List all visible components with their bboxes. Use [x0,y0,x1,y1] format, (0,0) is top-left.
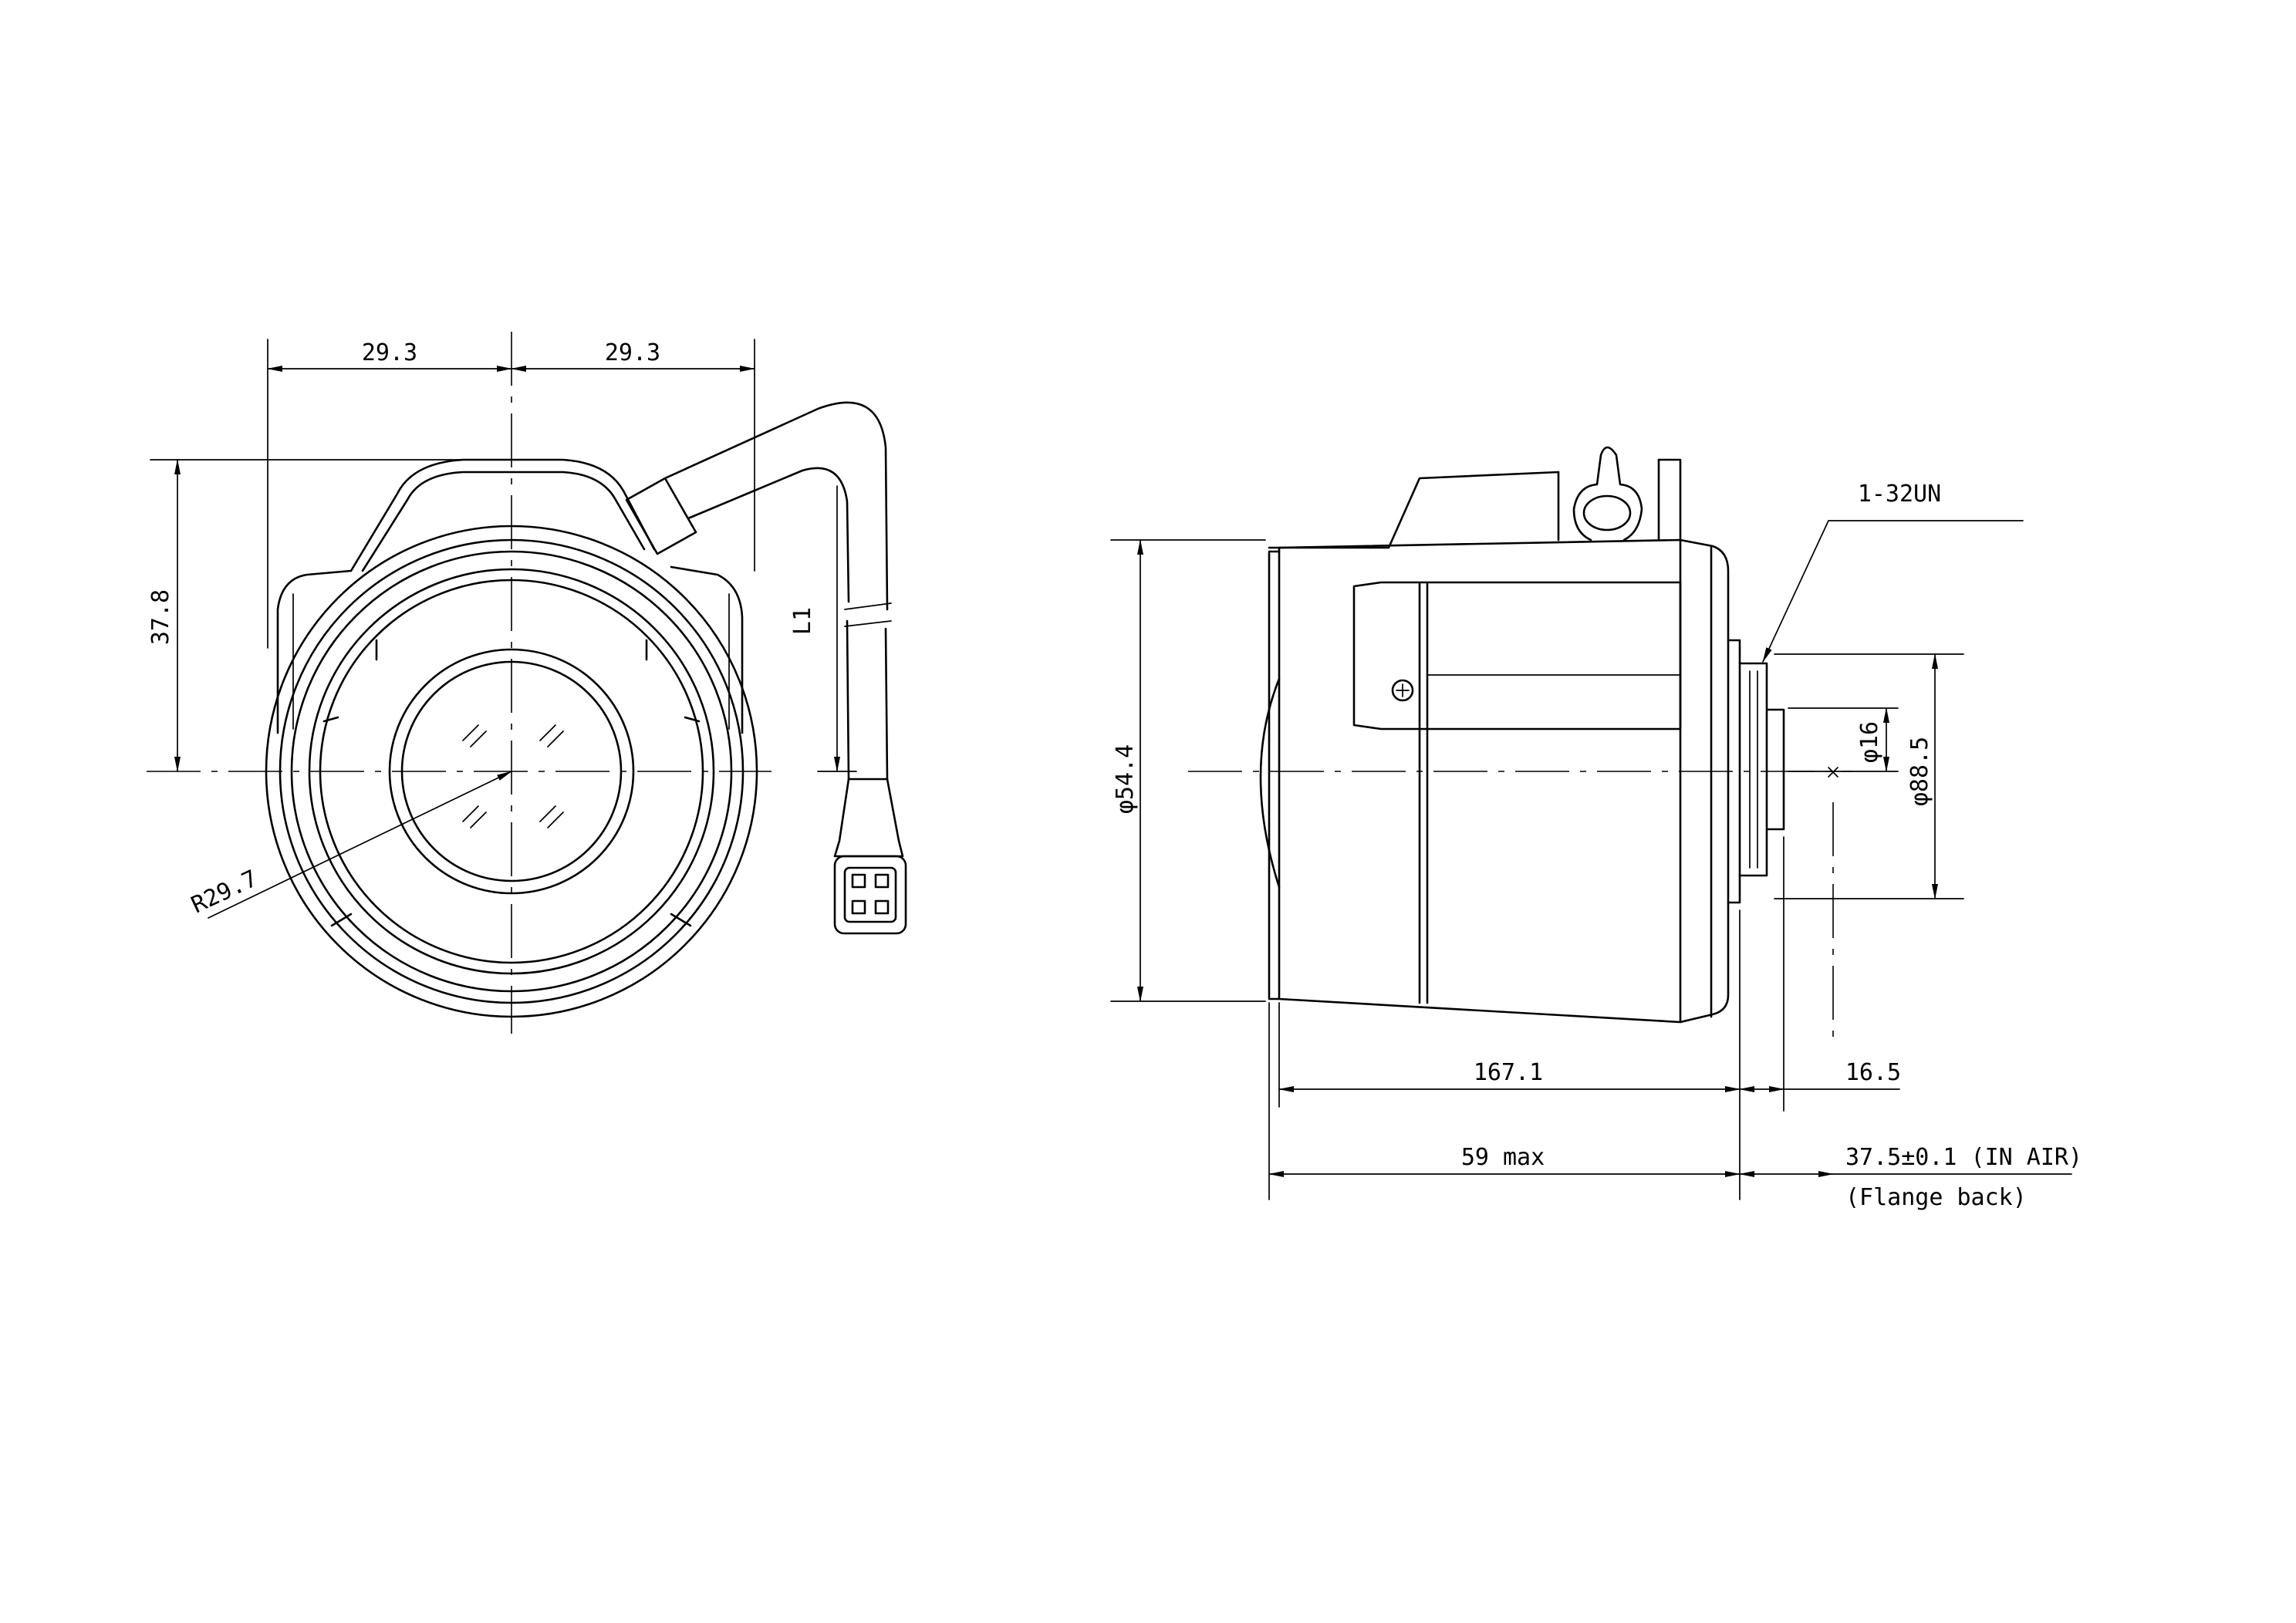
side-thread-lines [1749,670,1758,869]
side-screw [1391,679,1414,702]
side-thread-leader [1762,520,2024,663]
front-shoulder-left [276,569,353,734]
dim-mount-diameter-label: φ88.5 [1906,737,1933,806]
dim-mount-length-label: 16.5 [1845,1059,1901,1086]
front-ring-4 [308,568,715,975]
side-zoom-band [1352,581,1682,731]
front-view: 29.3 29.3 37.8 R29.7 L1 [147,332,907,1034]
front-housing-inner [361,471,646,572]
side-top-housing [1268,458,1682,549]
dim-cable-length-label: L1 [789,607,816,635]
side-focal-mark [1828,767,1838,778]
front-connector-body [833,855,907,935]
dim-width-right-label: 29.3 [605,339,660,366]
dim-overall-length-label: 59 max [1461,1144,1545,1171]
front-connector-strain-relief [833,778,904,858]
side-front-lip [1268,550,1281,1000]
side-iris-knob [1572,446,1643,542]
front-cable-break [844,602,892,627]
front-cable-boot [625,477,697,555]
side-rear-step [1679,538,1730,1024]
front-outer-ring [265,525,758,1018]
front-glass-reflections [462,724,564,828]
side-mount-tip [1765,708,1785,831]
front-ring-5 [319,579,704,964]
dim-radius-label: R29.7 [187,865,262,919]
front-ring-3 [290,550,733,993]
side-thread-label: 1-32UN [1858,481,1941,508]
front-bayonet-tabs-lower [330,913,692,927]
dim-radius-leader [208,771,512,919]
dim-inner-diameter-label: φ16 [1856,721,1883,763]
dim-body-length-label: 167.1 [1474,1059,1543,1086]
side-view: 1-32UN φ54.4 φ88.5 φ16 167.1 16.5 59 max [1110,446,2082,1211]
front-bayonet-tabs [322,639,701,723]
dim-flange-back-note: (Flange back) [1845,1184,2027,1211]
front-connector-face [843,866,897,923]
front-cable-inner [687,467,850,781]
side-knob-base [1582,494,1632,531]
front-ring-2 [279,538,745,1004]
front-lens-glass [400,660,623,882]
dim-flange-back-label: 37.5±0.1 (IN AIR) [1845,1144,2082,1171]
side-top-housing-walls [1557,458,1660,542]
dim-height-label: 37.8 [147,589,174,645]
side-rear-flange [1727,639,1741,904]
side-front-dome [1259,677,1281,889]
front-cable-outer [663,401,889,781]
dim-outer-diameter-label: φ54.4 [1112,744,1139,814]
front-top-housing [349,458,656,572]
side-screw-slot [1396,683,1410,697]
side-mount-thread [1738,662,1768,877]
dim-width-left-label: 29.3 [362,339,417,366]
front-shoulder-right [670,565,744,734]
front-lens-ring [388,648,635,895]
front-connector-pins [851,873,890,915]
side-main-body [1278,538,1682,1024]
